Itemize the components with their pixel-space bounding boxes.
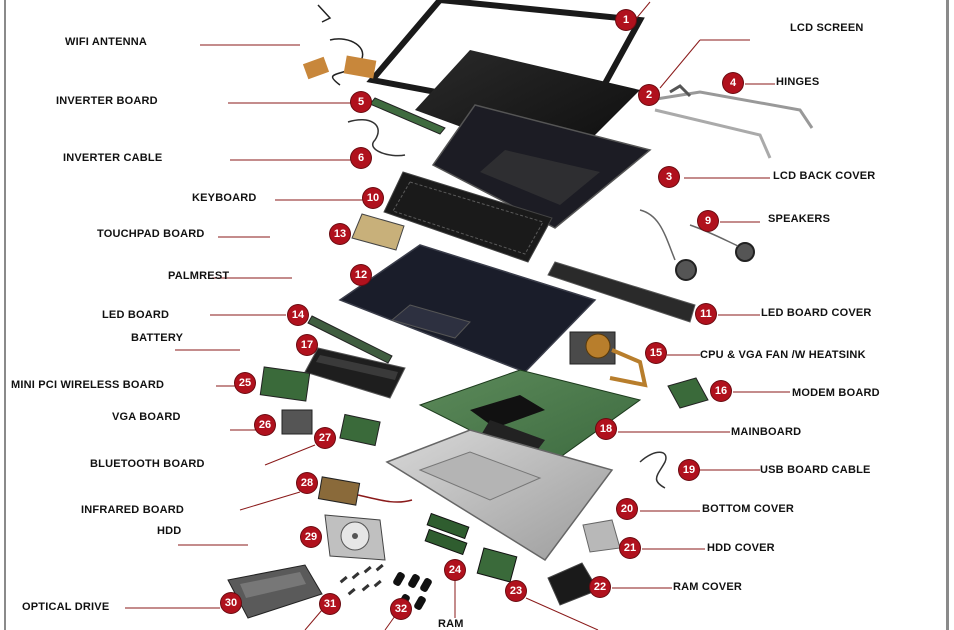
label-modem-board: MODEM BOARD (792, 387, 880, 399)
led-board-part (307, 315, 393, 364)
modem-board-part (667, 377, 709, 409)
badge-16: 16 (711, 381, 731, 401)
label-hdd: HDD (157, 525, 182, 537)
optical-drive-part (227, 564, 323, 619)
badge-22: 22 (590, 577, 610, 597)
label-mainboard: MAINBOARD (731, 426, 802, 438)
badge-3: 3 (659, 167, 679, 187)
infrared-board-part (317, 476, 361, 506)
badge-10: 10 (363, 188, 383, 208)
badge-1: 1 (616, 10, 636, 30)
badge-23: 23 (506, 581, 526, 601)
badge-30: 30 (221, 593, 241, 613)
keyboard-part (383, 171, 553, 263)
badge-17: 17 (297, 335, 317, 355)
badge-6: 6 (351, 148, 371, 168)
label-mini-pci-wireless-board: MINI PCI WIRELESS BOARD (11, 379, 165, 391)
badge-21: 21 (620, 538, 640, 558)
usb-cable-part (639, 451, 667, 489)
badge-29: 29 (301, 527, 321, 547)
label-speakers: SPEAKERS (768, 213, 831, 225)
speaker-right (735, 242, 755, 262)
badge-13: 13 (330, 224, 350, 244)
touchpad-board-part (351, 213, 405, 251)
badge-12: 12 (351, 265, 371, 285)
label-led-board-cover: LED BOARD COVER (761, 307, 872, 319)
badge-11: 11 (696, 304, 716, 324)
badge-25: 25 (235, 373, 255, 393)
mini-pci-board-part (259, 366, 311, 402)
label-led-board: LED BOARD (102, 309, 170, 321)
badge-26: 26 (255, 415, 275, 435)
badge-15: 15 (646, 343, 666, 363)
label-cpu-fan: CPU & VGA FAN /W HEATSINK (700, 349, 866, 361)
label-palmrest: PALMREST (168, 270, 230, 282)
badge-19: 19 (679, 460, 699, 480)
badge-9: 9 (698, 211, 718, 231)
label-touchpad-board: TOUCHPAD BOARD (97, 228, 205, 240)
label-lcd-screen: LCD SCREEN (790, 22, 864, 34)
frame-right-border (946, 0, 949, 630)
label-hdd-cover: HDD COVER (707, 542, 775, 554)
frame-left-border (4, 0, 6, 630)
label-inverter-cable: INVERTER CABLE (63, 152, 163, 164)
ram-module-b (424, 528, 468, 556)
screws-part (339, 563, 384, 596)
label-keyboard: KEYBOARD (192, 192, 257, 204)
label-vga-board: VGA BOARD (112, 411, 181, 423)
label-battery: BATTERY (131, 332, 184, 344)
badge-14: 14 (288, 305, 308, 325)
badge-4: 4 (723, 73, 743, 93)
label-lcd-back-cover: LCD BACK COVER (773, 170, 876, 182)
label-hinges: HINGES (776, 76, 820, 88)
speaker-left (675, 259, 697, 281)
label-ram: RAM (438, 618, 464, 630)
label-usb-board-cable: USB BOARD CABLE (760, 464, 871, 476)
badge-27: 27 (315, 428, 335, 448)
bluetooth-board-part (339, 413, 381, 447)
badge-24: 24 (445, 560, 465, 580)
badge-31: 31 (320, 594, 340, 614)
badge-5: 5 (351, 92, 371, 112)
badge-32: 32 (391, 599, 411, 619)
badge-28: 28 (297, 473, 317, 493)
hinge-bars (649, 90, 814, 129)
leader-lines (125, 1, 790, 630)
badge-18: 18 (596, 419, 616, 439)
label-wifi-antenna: WIFI ANTENNA (65, 36, 148, 48)
ram-module-a (426, 512, 470, 540)
label-ram-cover: RAM COVER (673, 581, 743, 593)
inverter-cable-part (347, 119, 406, 157)
label-bottom-cover: BOTTOM COVER (702, 503, 795, 515)
label-infrared-board: INFRARED BOARD (81, 504, 185, 516)
label-bluetooth-board: BLUETOOTH BOARD (90, 458, 205, 470)
led-board-cover-part (547, 261, 696, 323)
vga-board-part (281, 409, 313, 435)
label-inverter-board: INVERTER BOARD (56, 95, 158, 107)
hdd-cover-part (582, 519, 621, 553)
badge-2: 2 (639, 85, 659, 105)
badge-20: 20 (617, 499, 637, 519)
inverter-board-part (369, 97, 446, 135)
label-optical-drive: OPTICAL DRIVE (22, 601, 110, 613)
cpu-part (476, 547, 518, 583)
